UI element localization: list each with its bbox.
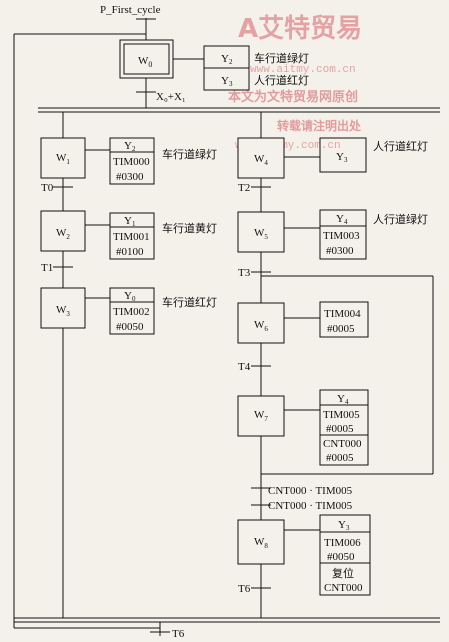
action-w4-label: 人行道红灯 — [373, 139, 428, 153]
action-w0-out1: Y2 — [221, 53, 233, 66]
action-w1-label: 车行道绿灯 — [162, 147, 217, 161]
action-w5 — [319, 209, 367, 260]
svg-text:本文为文特贸易网原创: 本文为文特贸易网原创 — [228, 89, 358, 105]
transition-t4-label: T4 — [238, 361, 251, 373]
action-w7-preset: #0005 — [326, 423, 354, 435]
transition-t1-label: T1 — [41, 262, 53, 274]
transition-loop-label: CNT000 · TIM005 — [268, 485, 353, 497]
action-w3-timer: TIM002 — [113, 306, 150, 318]
action-w6 — [319, 301, 369, 338]
action-w4-out: Y3 — [336, 151, 348, 164]
action-w5-out: Y4 — [336, 213, 348, 226]
action-w5-timer: TIM003 — [323, 230, 360, 242]
step-w1 — [40, 137, 86, 179]
action-w3-out: Y0 — [124, 290, 136, 303]
action-w2-preset: #0100 — [116, 246, 144, 258]
action-w1-timer: TIM000 — [113, 156, 150, 168]
action-w8-out: Y3 — [338, 519, 350, 532]
step-w6 — [237, 302, 285, 344]
step-w7 — [237, 395, 285, 437]
action-w2-out: Y1 — [124, 215, 136, 228]
action-w7-counter: CNT000 — [323, 438, 362, 450]
action-w8-reset: 复位 — [332, 566, 354, 580]
action-w4 — [319, 137, 367, 173]
step-w2-label: W2 — [56, 227, 70, 241]
initial-trigger: P_First_cycle — [100, 4, 161, 16]
action-w7 — [319, 389, 369, 466]
watermark-credit-a: 本文为 — [228, 89, 267, 105]
action-w7-timer: TIM005 — [323, 409, 360, 421]
step-w3-label: W3 — [56, 304, 70, 318]
action-w7-counter-preset: #0005 — [326, 452, 354, 464]
action-w3-preset: #0050 — [116, 321, 144, 333]
watermark-url-top: www.aitmy.com.cn — [250, 64, 356, 76]
transition-final-label: T6 — [172, 628, 185, 640]
transition-t2-label: T2 — [238, 182, 250, 194]
step-w2 — [40, 210, 86, 252]
step-w8-label: W8 — [254, 536, 268, 550]
labels: P_First_cycle W0 Y2 Y3 车行道绿灯 人行道红灯 X₀+X₁… — [41, 4, 428, 640]
step-w5 — [237, 211, 285, 253]
step-w7-label: W7 — [254, 409, 268, 423]
step-w6-label: W6 — [254, 319, 268, 333]
step-w0-label: W0 — [138, 55, 152, 69]
action-w8 — [319, 514, 371, 596]
action-w3-label: 车行道红灯 — [162, 295, 217, 309]
transition-x0x1-label: X₀+X₁ — [156, 91, 186, 103]
transition-t6-right-label: T6 — [238, 583, 251, 595]
action-w2-timer: TIM001 — [113, 231, 150, 243]
action-w5-preset: #0300 — [326, 245, 354, 257]
action-w6-timer: TIM004 — [324, 308, 361, 320]
step-w3 — [40, 287, 86, 329]
action-w1-preset: #0300 — [116, 171, 144, 183]
action-w1 — [109, 137, 155, 185]
transition-t0-label: T0 — [41, 182, 54, 194]
action-w0-label1: 车行道绿灯 — [254, 51, 309, 65]
action-w0-out2: Y3 — [221, 75, 233, 88]
action-w2 — [109, 212, 155, 260]
step-w8 — [237, 519, 285, 565]
watermark-credit-b: 文特贸易网 — [267, 89, 332, 105]
action-w8-reset-target: CNT000 — [324, 582, 363, 594]
action-w1-out: Y2 — [124, 140, 136, 153]
action-w5-label: 人行道绿灯 — [373, 212, 428, 226]
step-w0-inner — [123, 43, 170, 75]
action-w0-label2: 人行道红灯 — [254, 73, 309, 87]
watermark-repost: 转载请注明出处 — [277, 118, 362, 133]
transition-exit-label: CNT000 · TIM005 — [268, 500, 353, 512]
action-w8-timer: TIM006 — [324, 537, 361, 549]
step-w1-label: W1 — [56, 152, 70, 166]
action-w8-preset: #0050 — [327, 551, 355, 563]
action-w3 — [109, 287, 155, 335]
step-w5-label: W5 — [254, 227, 268, 241]
transition-t3-label: T3 — [238, 267, 251, 279]
action-w7-out: Y4 — [337, 393, 349, 406]
watermark-logo: A艾特贸易 — [238, 13, 362, 44]
step-w4-label: W4 — [254, 153, 268, 167]
action-w2-label: 车行道黄灯 — [162, 221, 217, 235]
action-w6-preset: #0005 — [327, 323, 355, 335]
watermark-credit-c: 原创 — [332, 89, 358, 105]
step-w4 — [237, 137, 285, 179]
